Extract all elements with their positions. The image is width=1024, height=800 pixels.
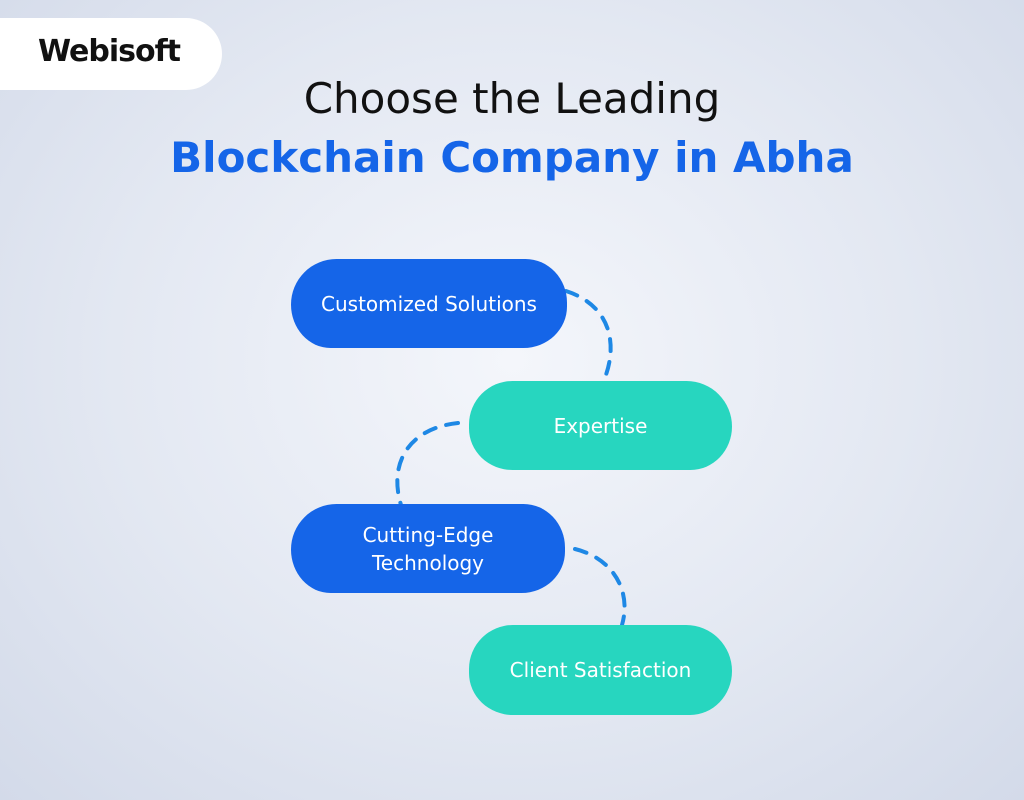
step-label: Cutting-Edge Technology [362, 522, 494, 575]
step-label: Expertise [553, 413, 648, 438]
step-expertise: Expertise [469, 381, 732, 470]
page-title: Choose the Leading [303, 74, 721, 123]
step-customized-solutions: Customized Solutions [291, 259, 567, 348]
step-cutting-edge-technology: Cutting-Edge Technology [291, 504, 565, 593]
connector-2-3 [395, 421, 460, 507]
step-label: Customized Solutions [321, 291, 537, 316]
connector-1-2 [564, 289, 613, 382]
connector-3-4 [573, 547, 627, 627]
page-title-highlight: Blockchain Company in Abha [170, 133, 854, 182]
step-label: Client Satisfaction [509, 658, 692, 682]
step-client-satisfaction: Client Satisfaction [469, 625, 732, 715]
logo-badge [0, 18, 222, 90]
brand-logo: Webisoft [38, 34, 181, 69]
